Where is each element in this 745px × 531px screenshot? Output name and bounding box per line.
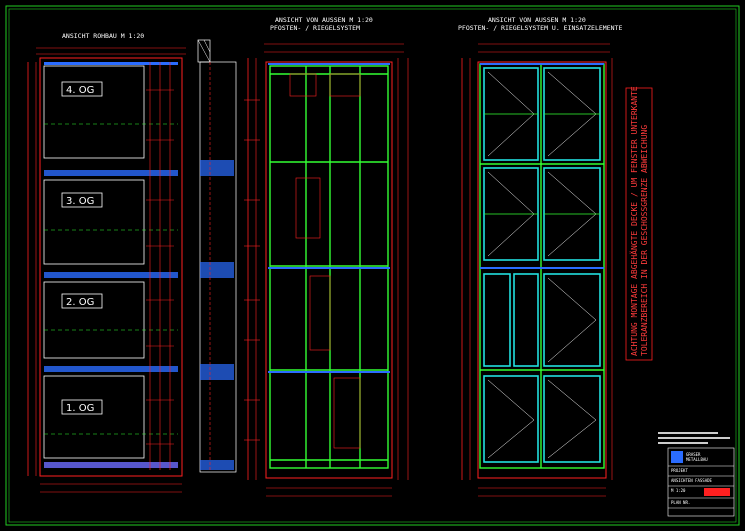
title-block-row: M 1:20 [671, 488, 686, 493]
side-note-line1: ACHTUNG MONTAGE ABGEHÄNGTE DECKE / UM FE… [629, 86, 639, 356]
view-3-subtitle: PFOSTEN- / RIEGELSYSTEM U. EINSATZELEMEN… [458, 24, 622, 32]
company-name-2: METALLBAU [686, 457, 708, 462]
floor-label-2og[interactable]: 2. OG [61, 293, 103, 309]
floor-label-text: 2. OG [66, 297, 94, 308]
view-2-subtitle: PFOSTEN- / RIEGELSYSTEM [270, 24, 360, 32]
floor-label-text: 1. OG [66, 403, 94, 414]
floor-label-4og[interactable]: 4. OG [61, 81, 103, 97]
floor-label-1og[interactable]: 1. OG [61, 399, 103, 415]
view-2-title: ANSICHT VON AUSSEN M 1:20 [275, 16, 373, 24]
side-note[interactable]: ACHTUNG MONTAGE ABGEHÄNGTE DECKE / UM FE… [625, 86, 653, 361]
floor-label-text: 3. OG [66, 196, 94, 207]
floor-label-3og[interactable]: 3. OG [61, 192, 103, 208]
title-block[interactable]: GRASER METALLBAU PROJEKT ANSICHTEN FASSA… [658, 432, 735, 517]
wall-section[interactable] [197, 39, 237, 473]
view-3-title: ANSICHT VON AUSSEN M 1:20 [488, 16, 586, 24]
view-rohbau[interactable]: ANSICHT ROHBAU M 1:20 4. OG 3. OG [27, 32, 186, 493]
sheet-border [5, 5, 740, 526]
revision-stamp [704, 488, 730, 496]
side-note-line2: TOLERANZBEREICH IN DER GESCHOSSGRENZE AB… [640, 125, 649, 356]
company-name-1: GRASER [686, 452, 701, 457]
company-logo [671, 451, 683, 463]
floor-label-text: 4. OG [66, 85, 94, 96]
view-einsatzelemente[interactable]: ANSICHT VON AUSSEN M 1:20 PFOSTEN- / RIE… [458, 16, 622, 497]
view-rohbau-title: ANSICHT ROHBAU M 1:20 [62, 32, 144, 40]
title-block-row: ANSICHTEN FASSADE [671, 478, 713, 483]
title-block-row: PLAN NR. [671, 500, 690, 505]
view-pfosten-riegel[interactable]: ANSICHT VON AUSSEN M 1:20 PFOSTEN- / RIE… [244, 16, 409, 497]
sheet-border-inner [8, 8, 737, 523]
title-block-row: PROJEKT [671, 468, 688, 473]
